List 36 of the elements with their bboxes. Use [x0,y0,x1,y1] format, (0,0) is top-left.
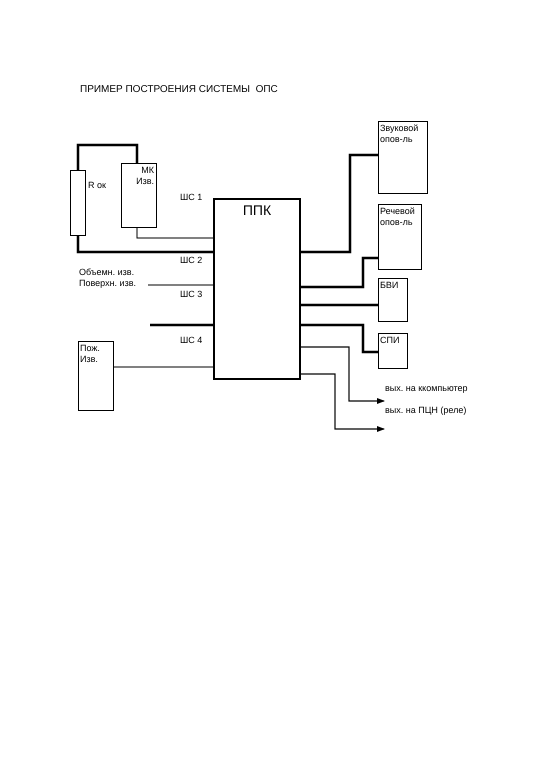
output-arrow [301,373,385,432]
node-text: МК Изв. [135,164,155,187]
loop-label: ШС 2 [180,255,202,266]
node-text: Пож. Изв. [79,342,101,365]
node-text: Речевой опов-ль [379,205,416,228]
wire-line [76,236,213,254]
wire-line [301,256,378,288]
node-text: ППК [242,201,272,218]
diagram-title: ПРИМЕР ПОСТРОЕНИЯ СИСТЕМЫ ОПС [80,84,278,95]
node-text: СПИ [379,334,400,346]
device-box [121,163,157,228]
wire-line [301,324,378,354]
wire-line [301,304,378,306]
node-text: БВИ [379,279,400,291]
wire-line [148,284,214,286]
resistor-label: R ок [88,180,106,190]
output-arrow [301,346,385,404]
loop-label: ШС 1 [180,192,202,203]
node-text: Звуковой опов-ль [379,122,420,145]
output-label: вых. на ккомпьютер [384,382,494,403]
wire-line [114,366,214,368]
device-box [378,204,422,270]
resistor-box [70,170,86,236]
loop-label: ШС 4 [180,335,202,346]
device-box [78,341,114,411]
device-box [378,121,428,194]
detector-label: Объемн. изв. Поверхн. изв. [78,266,148,290]
wire-line [136,228,214,238]
device-box [378,278,408,322]
output-label: вых. на ПЦН (реле) [384,404,494,434]
control-panel-box [213,198,301,380]
wire-line [301,154,378,254]
device-box [378,333,408,369]
wire-line [76,144,138,170]
loop-label: ШС 3 [180,289,202,300]
wire-line [150,324,213,326]
